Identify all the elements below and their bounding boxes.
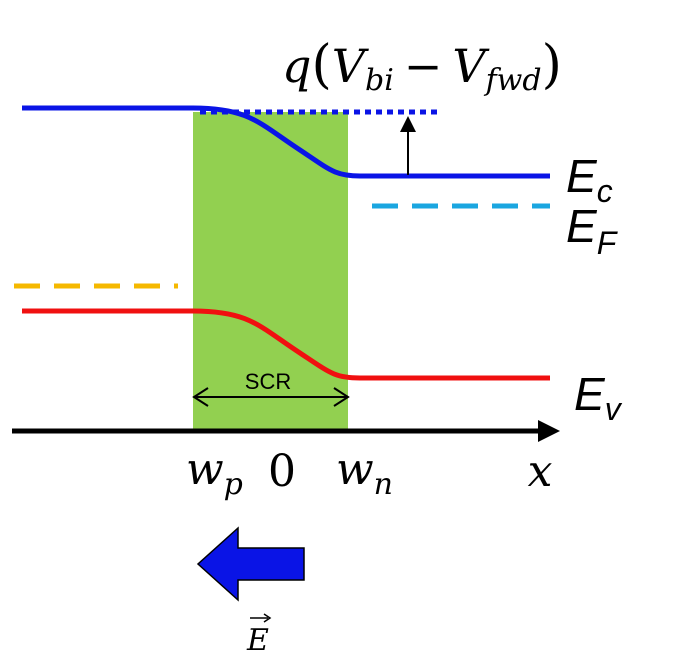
formula-open-paren: ( [311, 35, 331, 95]
barrier-formula: q(Vbi−Vfwd) [282, 35, 562, 98]
formula-minus: − [404, 39, 443, 93]
ec-label: Ec [566, 150, 613, 209]
axis-label-x: x [528, 446, 553, 497]
formula-v1: V [332, 39, 370, 93]
valence-band-line [22, 308, 550, 381]
electric-field-arrow-icon [196, 526, 305, 602]
axis-label-wp: wp [186, 444, 243, 502]
scr-width-arrow-left-head [192, 387, 209, 407]
ev-label: Ev [574, 368, 623, 427]
formula-v1-sub: bi [365, 63, 394, 98]
formula-close-paren: ) [542, 35, 562, 95]
axis-label-wn: wn [336, 444, 393, 502]
barrier-height-arrow-head [400, 116, 416, 132]
ef-label: EF [566, 200, 619, 261]
axis-label-zero: 0 [268, 446, 296, 497]
formula-v2-sub: fwd [484, 63, 542, 98]
x-axis-arrow-head [538, 420, 560, 442]
scr-width-arrow-right-head [333, 387, 350, 407]
formula-q: q [282, 39, 311, 93]
scr-label: SCR [245, 369, 291, 394]
formula-v2: V [452, 39, 490, 93]
electric-field-label: E [246, 623, 269, 658]
electric-field-vector-head [263, 613, 272, 623]
